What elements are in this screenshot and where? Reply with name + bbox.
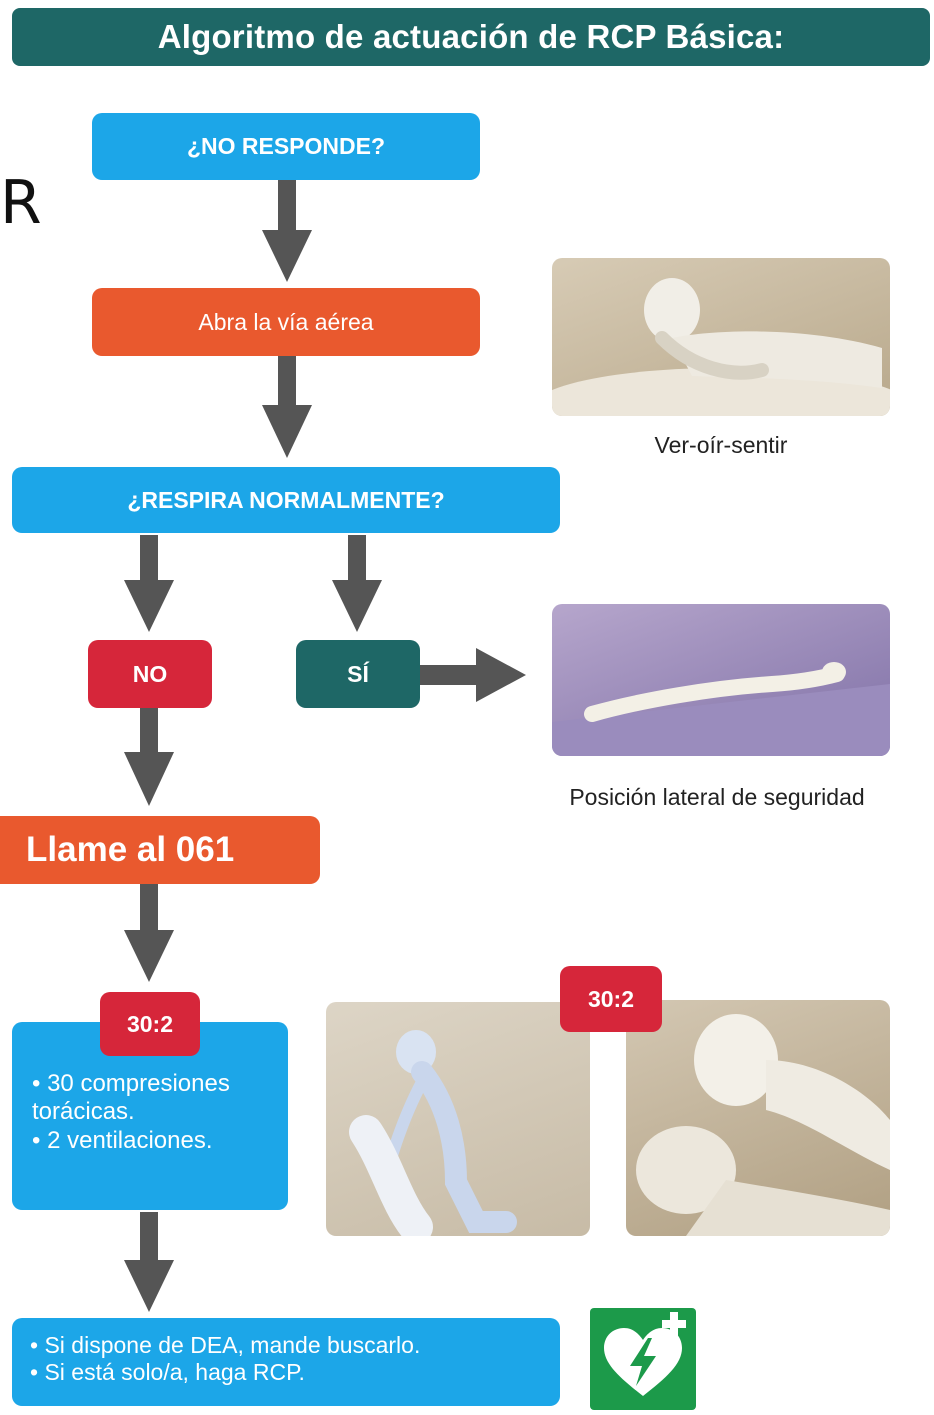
photo-ratio-badge-label: 30:2 (588, 986, 634, 1013)
arrow-si-posicion (420, 648, 526, 702)
step-respira-normalmente: ¿RESPIRA NORMALMENTE? (12, 467, 560, 533)
arrow-abra-respira (262, 356, 312, 458)
arrow-no-llame (124, 708, 174, 806)
photo-ventilaciones (626, 1000, 890, 1236)
dea-item: Si está solo/a, haga RCP. (30, 1359, 560, 1386)
ratio-badge: 30:2 (100, 992, 200, 1056)
step-dea: Si dispone de DEA, mande buscarlo. Si es… (12, 1318, 560, 1406)
caption-posicion-lateral: Posición lateral de seguridad (512, 784, 922, 811)
step-llame-label: Llame al 061 (26, 830, 234, 870)
step-respira-label: ¿RESPIRA NORMALMENTE? (127, 487, 444, 514)
photo-ver-oir-sentir (552, 258, 890, 416)
arrow-llame-compresiones (124, 884, 174, 982)
compresiones-item: 30 compresiones torácicas. (32, 1070, 288, 1127)
step-abra-via-aerea: Abra la vía aérea (92, 288, 480, 356)
aed-heart-icon (590, 1308, 696, 1410)
arrow-respira-no (124, 535, 174, 632)
photo-ratio-badge: 30:2 (560, 966, 662, 1032)
photo-posicion-lateral (552, 604, 890, 756)
step-llame-061: Llame al 061 (0, 816, 320, 884)
step-no-responde: ¿NO RESPONDE? (92, 113, 480, 180)
step-no-responde-label: ¿NO RESPONDE? (187, 133, 385, 160)
arrow-respira-si (332, 535, 382, 632)
arrow-compresiones-dea (124, 1212, 174, 1312)
photo-compresiones (326, 1002, 590, 1236)
step-si-label: SÍ (347, 661, 369, 688)
step-no: NO (88, 640, 212, 708)
step-abra-via-aerea-label: Abra la vía aérea (198, 309, 373, 336)
compresiones-list: 30 compresiones torácicas. 2 ventilacion… (32, 1070, 288, 1155)
dea-item: Si dispone de DEA, mande buscarlo. (30, 1332, 560, 1359)
step-si: SÍ (296, 640, 420, 708)
ratio-badge-label: 30:2 (127, 1011, 173, 1038)
arrow-noresponde-abra (262, 180, 312, 282)
step-no-label: NO (133, 661, 168, 688)
dea-list: Si dispone de DEA, mande buscarlo. Si es… (30, 1332, 560, 1386)
caption-ver-oir-sentir: Ver-oír-sentir (552, 432, 890, 459)
compresiones-item: 2 ventilaciones. (32, 1127, 288, 1155)
